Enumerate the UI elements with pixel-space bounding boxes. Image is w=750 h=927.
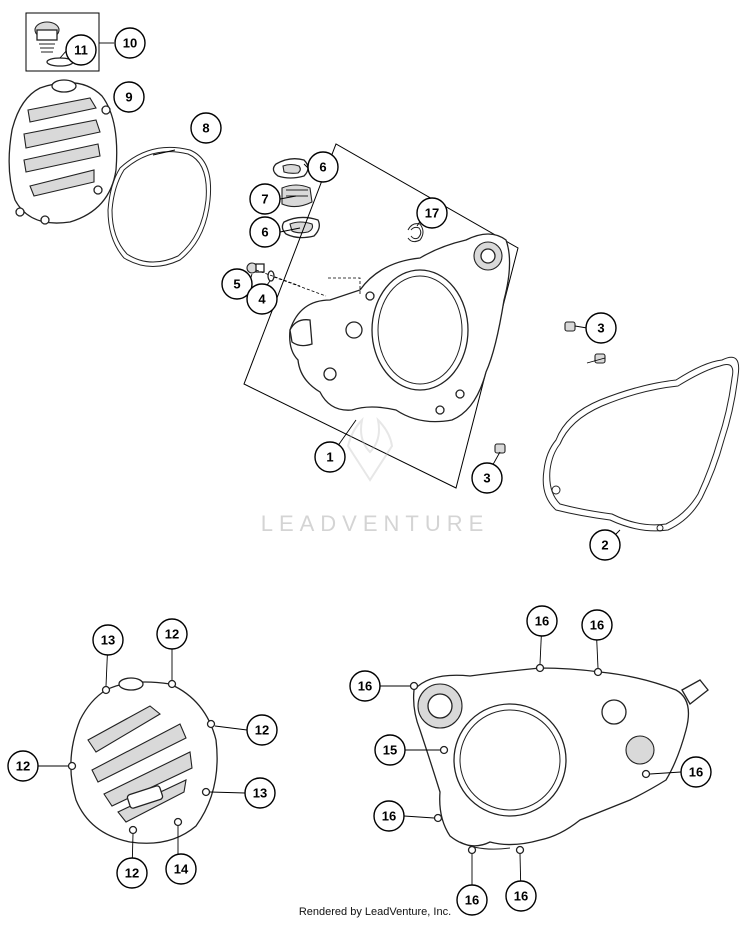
svg-text:16: 16	[382, 809, 396, 824]
part-17-circlip	[407, 223, 424, 243]
svg-text:16: 16	[689, 765, 703, 780]
svg-text:15: 15	[383, 743, 397, 758]
svg-text:9: 9	[125, 90, 132, 105]
callout-16-right: 16	[680, 756, 712, 788]
part-3-dowel-upper	[564, 321, 576, 332]
callout-16-left-upper: 16	[349, 670, 381, 702]
callout-3-lower: 3	[471, 462, 503, 494]
part-3-dowel-lower	[494, 443, 506, 454]
svg-text:16: 16	[590, 618, 604, 633]
callout-16-left-lower: 16	[373, 800, 405, 832]
svg-text:13: 13	[101, 633, 115, 648]
callout-16-top-right: 16	[581, 609, 613, 641]
svg-text:11: 11	[74, 43, 88, 58]
svg-text:6: 6	[261, 225, 268, 240]
svg-text:13: 13	[253, 786, 267, 801]
watermark-logo-icon	[346, 416, 394, 482]
part-4-o-ring	[267, 270, 275, 282]
callout-12-left: 12	[7, 750, 39, 782]
callout-3-upper: 3	[585, 312, 617, 344]
assembled-outer-clutch-cover	[67, 677, 218, 844]
svg-text:3: 3	[597, 321, 604, 336]
svg-text:16: 16	[535, 614, 549, 629]
svg-text:7: 7	[261, 192, 268, 207]
svg-text:4: 4	[258, 292, 266, 307]
part-7-breather-cover	[281, 184, 313, 208]
part-9-outer-clutch-cover	[8, 79, 118, 225]
callout-7: 7	[249, 183, 281, 215]
svg-text:12: 12	[255, 723, 269, 738]
callout-16-top-left: 16	[526, 605, 558, 637]
callout-12-right: 12	[246, 714, 278, 746]
callout-5: 5	[221, 268, 253, 300]
part-6-seal-upper	[272, 158, 309, 179]
callout-16-bottom-right: 16	[505, 880, 537, 912]
callout-15: 15	[374, 734, 406, 766]
callout-13-upper: 13	[92, 624, 124, 656]
svg-text:14: 14	[174, 862, 189, 877]
callout-1: 1	[314, 441, 346, 473]
callout-17: 17	[416, 197, 448, 229]
svg-text:12: 12	[16, 759, 30, 774]
svg-text:16: 16	[358, 679, 372, 694]
dash-lead-part-1	[328, 277, 361, 296]
svg-text:12: 12	[165, 627, 179, 642]
callout-2: 2	[589, 529, 621, 561]
callout-14: 14	[165, 853, 197, 885]
part-11-frame	[25, 12, 100, 72]
svg-text:12: 12	[125, 866, 139, 881]
svg-text:17: 17	[425, 206, 439, 221]
footer-credit: Rendered by LeadVenture, Inc.	[298, 906, 452, 918]
callout-12-top: 12	[156, 618, 188, 650]
callout-6-upper: 6	[307, 151, 339, 183]
callout-6-lower: 6	[249, 216, 281, 248]
part-5-screw	[246, 262, 265, 274]
assembled-inner-clutch-cover	[409, 663, 709, 855]
callout-13-lower: 13	[244, 777, 276, 809]
svg-text:3: 3	[483, 471, 490, 486]
watermark-text: LEADVENTURE	[260, 511, 490, 536]
svg-text:10: 10	[123, 36, 137, 51]
callout-8: 8	[190, 112, 222, 144]
callout-10: 10	[114, 27, 146, 59]
part-8-cover-gasket	[107, 146, 212, 267]
part-3-dowel-middle	[594, 353, 606, 364]
svg-text:5: 5	[233, 277, 240, 292]
part-1-inner-clutch-cover	[289, 233, 511, 423]
svg-text:16: 16	[514, 889, 528, 904]
callout-9: 9	[113, 81, 145, 113]
part-2-inner-cover-gasket	[542, 356, 740, 532]
svg-text:2: 2	[601, 538, 608, 553]
callout-11: 11	[65, 34, 97, 66]
callout-16-bottom-left: 16	[456, 884, 488, 916]
part-1-frame	[243, 143, 519, 489]
svg-text:16: 16	[465, 893, 479, 908]
callout-4: 4	[246, 283, 278, 315]
svg-text:6: 6	[319, 160, 326, 175]
dash-lead-5-4	[255, 269, 327, 297]
svg-text:8: 8	[202, 121, 209, 136]
callout-12-bottom: 12	[116, 857, 148, 889]
svg-text:1: 1	[326, 450, 333, 465]
